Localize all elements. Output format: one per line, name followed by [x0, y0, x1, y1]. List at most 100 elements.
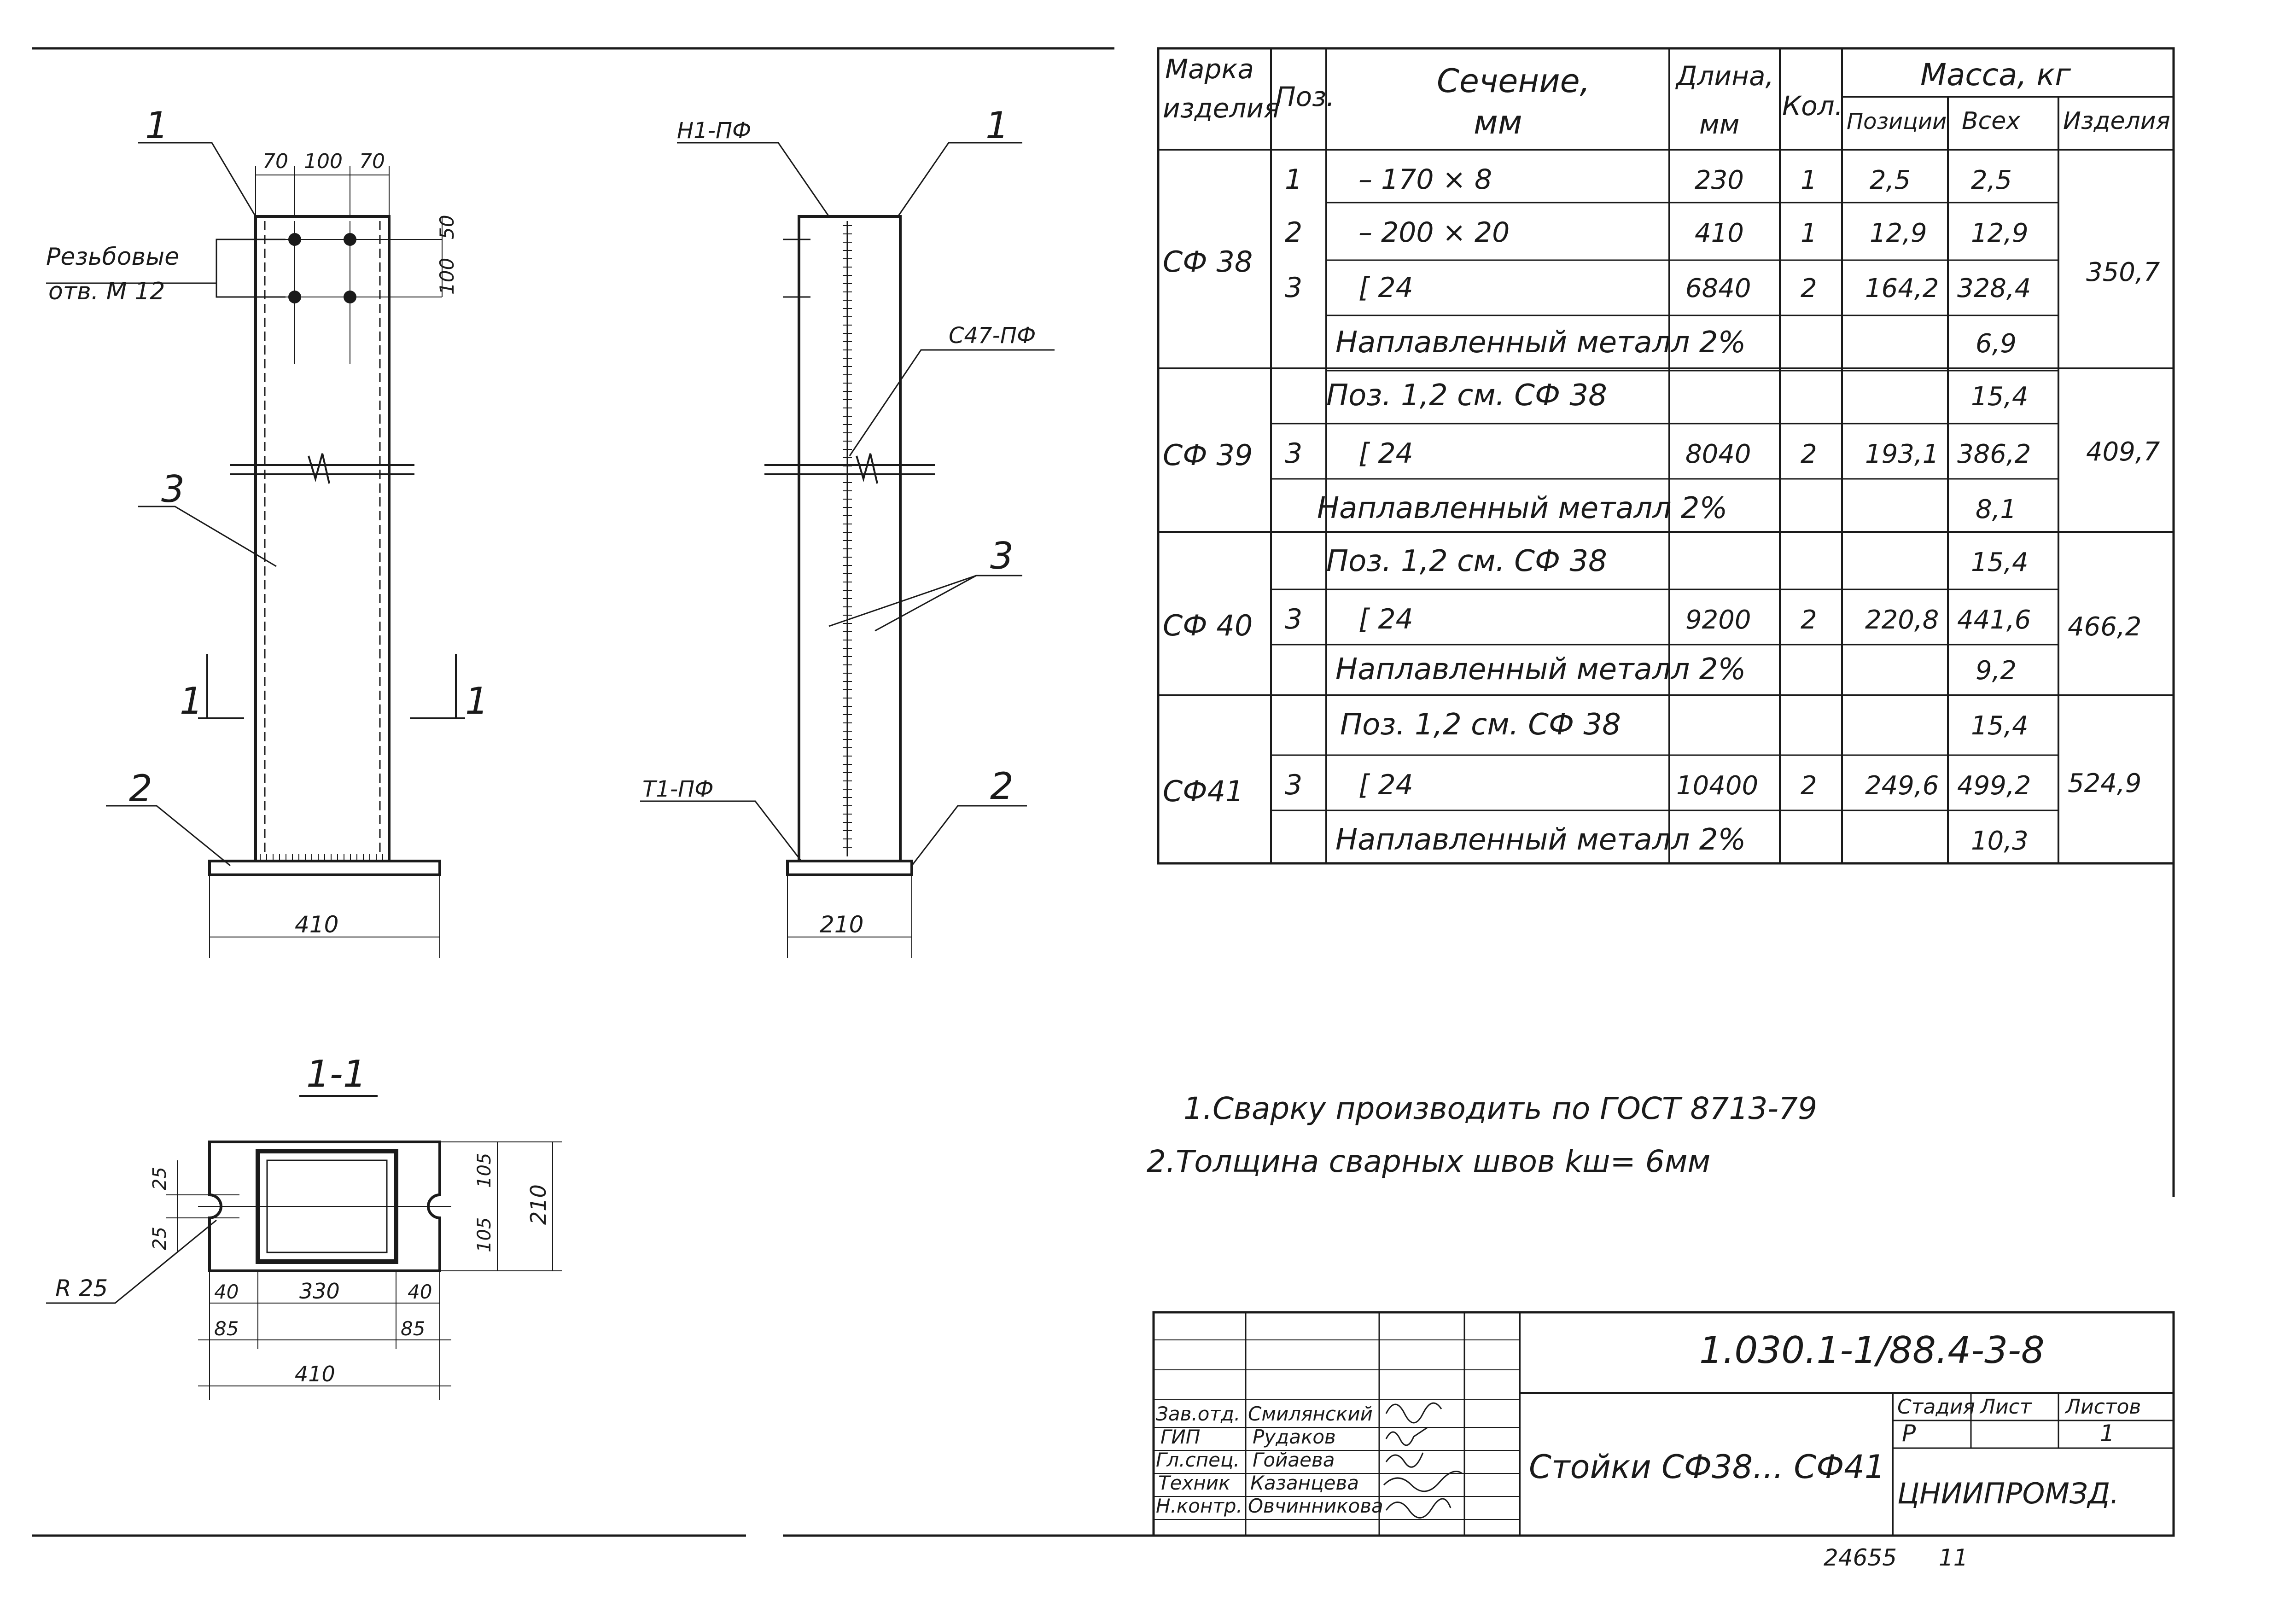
pos: 2 — [1285, 216, 1302, 249]
notes: 1.Сварку производить по ГОСТ 8713-79 2.Т… — [1147, 1091, 1817, 1179]
section: – 170 × 8 — [1358, 163, 1492, 196]
side-base-plate — [786, 860, 913, 876]
side-callout-2-leader — [911, 805, 1027, 866]
post-side-view: Н1-ПФ С47-ПФ Т1-ПФ 1 3 2 210 — [640, 104, 1055, 958]
footer-sheet-number: 11 — [1939, 1544, 1968, 1571]
signer-name: Казанцева — [1250, 1472, 1359, 1494]
post-body — [254, 215, 391, 862]
mark-sf39: СФ 39 — [1163, 438, 1253, 472]
section: [ 24 — [1358, 437, 1413, 470]
pos: 3 — [1285, 769, 1302, 801]
hdr-mass-item: Изделия — [2063, 107, 2170, 135]
length: 8040 — [1685, 439, 1751, 469]
threaded-holes-label-line2: отв. М 12 — [48, 278, 165, 305]
signature-4 — [1383, 1471, 1463, 1492]
signature-1 — [1385, 1402, 1442, 1424]
weld-mass: 8,1 — [1976, 495, 2017, 524]
post-front-view: 1 3 2 1 1 Резьбовые отв. М 12 70 100 70 … — [46, 104, 489, 958]
mass-pos: 249,6 — [1865, 771, 1939, 801]
dim-85-right: 85 — [401, 1317, 425, 1340]
pos: 3 — [1285, 437, 1302, 470]
weld-text: Наплавленный металл 2% — [1335, 652, 1746, 687]
label-c47-pf: С47-ПФ — [949, 323, 1036, 349]
length: 410 — [1695, 218, 1744, 248]
mark-sf41: СФ41 — [1163, 774, 1244, 808]
ref-mass: 15,4 — [1971, 547, 2029, 577]
item-mass-sf40: 466,2 — [2068, 612, 2141, 642]
item-mass-sf39: 409,7 — [2086, 437, 2160, 467]
section: [ 24 — [1358, 603, 1413, 635]
mass-all: 12,9 — [1971, 218, 2029, 248]
dim-50: 50 — [436, 215, 458, 239]
signer-role: Техник — [1158, 1472, 1230, 1494]
signer-name: Овчинникова — [1248, 1495, 1383, 1517]
hdr-mass-pos: Позиции — [1847, 109, 1947, 134]
hdr-section-1: Сечение, — [1437, 62, 1590, 100]
n1-leader — [677, 142, 830, 217]
side-callout-1-leader — [897, 142, 1022, 217]
note-1: 1.Сварку производить по ГОСТ 8713-79 — [1183, 1091, 1817, 1126]
dim-40-right: 40 — [408, 1281, 432, 1303]
holes-leader-2 — [216, 283, 286, 298]
tb-sheets: 1 — [2100, 1420, 2115, 1447]
ref-text: Поз. 1,2 см. СФ 38 — [1340, 708, 1621, 742]
signatures — [1383, 1402, 1463, 1519]
threaded-holes-label-line1: Резьбовые — [46, 243, 179, 271]
ref-mass: 15,4 — [1971, 711, 2029, 741]
tb-sheets-header: Листов — [2064, 1395, 2141, 1419]
base-weld-ticks — [260, 854, 383, 861]
dim-25-bottom: 25 — [149, 1227, 170, 1250]
signer-name: Гойаева — [1253, 1449, 1335, 1471]
weld-mass: 10,3 — [1971, 826, 2029, 856]
weld-text: Наплавленный металл 2% — [1335, 823, 1746, 857]
ref-mass: 15,4 — [1971, 382, 2029, 412]
weld-text: Наплавленный металл 2% — [1335, 326, 1746, 360]
title-block-frame — [1152, 1311, 2175, 1537]
section: [ 24 — [1358, 769, 1413, 801]
dim-105-top: 105 — [474, 1153, 495, 1188]
dim-210-section: 210 — [526, 1184, 551, 1225]
mass-pos: 220,8 — [1865, 605, 1939, 635]
base-plate — [208, 860, 441, 876]
dim-40-left: 40 — [214, 1281, 239, 1303]
pos: 3 — [1285, 603, 1302, 635]
tb-stage-header: Стадия — [1897, 1395, 1975, 1419]
dim-330: 330 — [299, 1279, 340, 1304]
seam-weld-ticks — [843, 225, 852, 848]
callout-3-leader-b — [874, 575, 977, 632]
weld-mass: 6,9 — [1976, 329, 2017, 359]
callout-3-leader — [138, 506, 277, 567]
row-lines — [1158, 202, 2174, 811]
hdr-section-2: мм — [1474, 104, 1522, 141]
mass-all: 386,2 — [1957, 439, 2031, 469]
signer-role: Гл.спец. — [1156, 1449, 1240, 1471]
length: 230 — [1695, 165, 1744, 195]
signer-role: Зав.отд. — [1156, 1403, 1240, 1425]
callout-2: 2 — [129, 767, 152, 810]
section-title: 1-1 — [306, 1053, 367, 1095]
label-n1-pf: Н1-ПФ — [677, 118, 751, 144]
callout-3: 3 — [161, 468, 185, 511]
signer-name: Смилянский — [1248, 1403, 1373, 1425]
mass-all: 328,4 — [1957, 274, 2031, 303]
radius-leader — [46, 1219, 217, 1304]
t1-leader — [640, 800, 802, 861]
hdr-mass: Масса, кг — [1920, 57, 2071, 93]
length: 9200 — [1685, 605, 1751, 635]
qty: 2 — [1801, 771, 1817, 801]
spec-table-frame — [1157, 47, 2175, 865]
dim-25-top: 25 — [149, 1167, 170, 1190]
section: [ 24 — [1358, 272, 1413, 304]
bolt-holes — [276, 221, 442, 364]
qty: 1 — [1801, 165, 1817, 195]
signature-3 — [1385, 1452, 1424, 1468]
signer-name: Рудаков — [1253, 1426, 1336, 1448]
callout-3-leader-a — [828, 575, 1022, 627]
qty: 2 — [1801, 274, 1817, 303]
side-break-zigzag — [856, 453, 878, 484]
c47-leader — [849, 349, 1055, 456]
pos: 3 — [1285, 272, 1302, 304]
section-label-left: 1 — [180, 680, 203, 722]
section-channel-box — [256, 1149, 398, 1264]
hdr-mark-2: изделия — [1163, 93, 1280, 124]
